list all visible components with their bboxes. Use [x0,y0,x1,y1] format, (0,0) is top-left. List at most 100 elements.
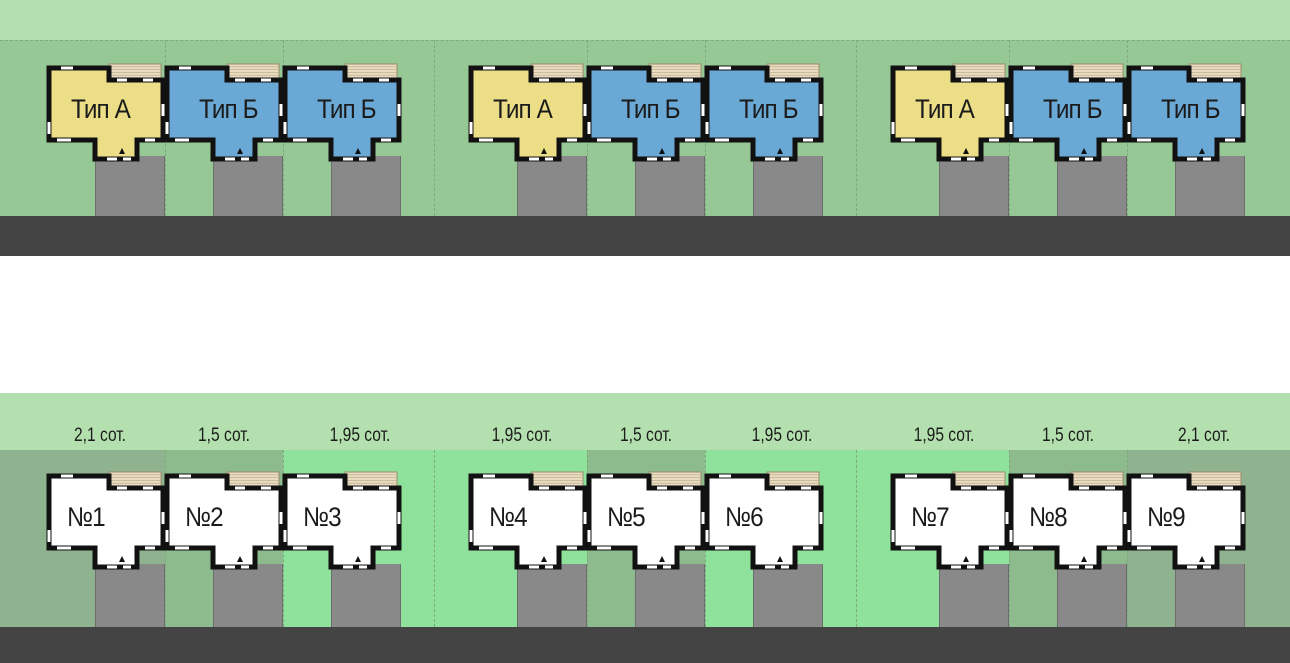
terrace-deck [952,471,1006,487]
window [479,138,493,142]
house[interactable]: №9 [1126,471,1246,570]
window [901,138,915,142]
house[interactable]: Тип А [46,63,166,162]
house[interactable]: №1 [46,471,166,570]
house-footprint [890,471,1010,570]
house-footprint [704,63,824,162]
house-label: №4 [489,502,528,532]
top-road [0,216,1290,256]
window [1105,486,1115,490]
house[interactable]: №5 [586,471,706,570]
window [1223,486,1233,490]
window [801,78,811,82]
window [235,486,245,490]
house-walls [468,65,588,162]
window [597,138,611,142]
window [145,138,155,142]
window [261,486,271,490]
house[interactable]: №6 [704,471,824,570]
window [1069,157,1079,161]
window [701,104,705,116]
window [1141,66,1153,70]
house[interactable]: №3 [282,471,402,570]
terrace-deck [344,63,398,79]
house-walls [704,473,824,570]
entrance-marker [119,556,125,562]
terrace-deck [226,471,280,487]
window [1137,546,1151,550]
house-walls [164,473,284,570]
window [1085,157,1093,161]
driveway [1057,156,1127,216]
house-footprint [586,471,706,570]
window [397,512,401,524]
house-label: Тип Б [621,94,681,124]
house-walls [468,473,588,570]
house-walls [282,473,402,570]
entrance-marker [541,556,547,562]
house[interactable]: №2 [164,471,284,570]
window [1203,565,1211,569]
house[interactable]: Тип Б [282,63,402,162]
window [381,546,391,550]
terrace-deck [1070,471,1124,487]
house[interactable]: Тип Б [1008,63,1128,162]
plot-area-label: 1,5 сот. [1041,425,1095,446]
house-footprint [704,471,824,570]
house[interactable]: Тип Б [586,63,706,162]
window [479,546,493,550]
house-label: №1 [67,502,106,532]
house-walls [890,473,1010,570]
house-footprint [46,471,166,570]
window [1197,78,1207,82]
house[interactable]: №8 [1008,471,1128,570]
house[interactable]: Тип Б [704,63,824,162]
house[interactable]: Тип Б [164,63,284,162]
terrace-deck [952,63,1006,79]
window [961,486,971,490]
window [601,66,613,70]
window [987,486,997,490]
house-label: №6 [725,502,764,532]
house-footprint [1008,471,1128,570]
house-label: №8 [1029,502,1068,532]
window [961,78,971,82]
house-walls [1008,473,1128,570]
top-green-strip [0,0,1290,40]
house-footprint [164,63,284,162]
window [705,530,709,542]
driveway [939,564,1009,627]
window [117,78,127,82]
window [1107,138,1117,142]
window [1187,565,1197,569]
driveway [939,156,1009,216]
entrance-marker [659,556,665,562]
house-footprint [1126,63,1246,162]
house-footprint [1126,471,1246,570]
window [583,104,587,116]
plot-area-label: 1,95 сот. [329,425,391,446]
house[interactable]: №7 [890,471,1010,570]
window [663,565,671,569]
window [1105,78,1115,82]
house-walls [704,65,824,162]
window [1203,157,1211,161]
house[interactable]: Тип А [890,63,1010,162]
window [107,565,117,569]
window [951,565,961,569]
house[interactable]: №4 [468,471,588,570]
house[interactable]: Тип А [468,63,588,162]
window [1197,486,1207,490]
house[interactable]: Тип Б [1126,63,1246,162]
window [117,486,127,490]
house-label: Тип А [71,94,131,124]
window [539,486,549,490]
driveway [95,564,165,627]
window [967,565,975,569]
window [469,122,473,134]
house-walls [586,65,706,162]
window [567,138,577,142]
window [765,565,775,569]
window [701,512,705,524]
terrace-deck [1188,63,1242,79]
